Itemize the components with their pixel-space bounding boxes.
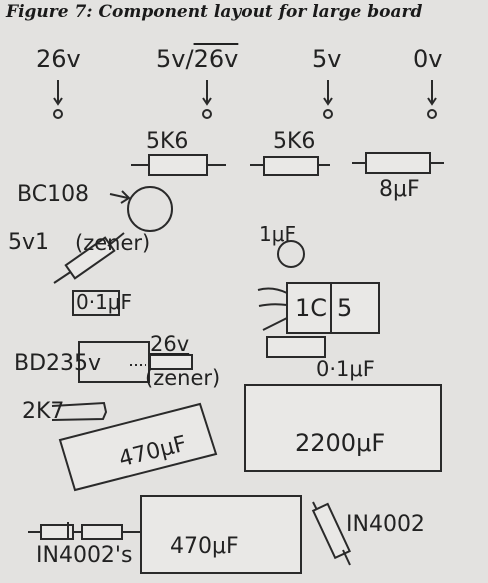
capacitor-8uf — [352, 152, 444, 174]
figure-caption: Figure 7: Component layout for large boa… — [6, 2, 423, 22]
label-capacitor-470uf-b: 470μF — [170, 534, 239, 559]
terminal-pin-0v — [427, 80, 437, 119]
capacitor-2200uf — [244, 384, 442, 472]
terminal-label-5v: 5v — [312, 45, 342, 73]
capacitor-0.1uf-b — [266, 336, 326, 358]
label-diode-in4002-single: IN4002 — [346, 512, 425, 537]
zener-diode-5v1 — [53, 232, 125, 284]
zener-diode-26v — [149, 354, 193, 370]
diode-in4002-single — [311, 501, 351, 566]
terminal-label-5v-26v-prefix: 5v/ — [156, 45, 194, 73]
label-resistor-5k6-a: 5K6 — [146, 129, 189, 154]
terminal-label-5v-26v-overline: 26v — [193, 45, 239, 73]
label-ic5-left: 1C — [295, 294, 328, 322]
resistor-5k6-b — [250, 156, 330, 176]
capacitor-0.1uf-a-outline — [72, 290, 120, 316]
transistor-bc108 — [109, 186, 173, 232]
label-resistor-5k6-b: 5K6 — [273, 129, 316, 154]
label-capacitor-0.1uf-b: 0·1μF — [316, 357, 375, 381]
label-capacitor-0.1uf-a: 0·1μF — [76, 290, 133, 314]
label-zener-5v1: 5v1 — [8, 230, 50, 255]
label-capacitor-1uf: 1μF — [259, 222, 296, 246]
label-zener-26v-note: (zener) — [145, 366, 221, 390]
label-transistor-bd235: BD235v — [14, 351, 102, 376]
capacitor-470uf-a — [58, 402, 218, 492]
label-ic5-right: 5 — [337, 294, 353, 322]
capacitor-1uf — [277, 240, 305, 268]
capacitor-470uf-b — [140, 495, 302, 574]
terminal-pin-26v — [53, 80, 63, 119]
label-zener-26v: 26v — [150, 332, 190, 356]
terminal-pin-5v-26v — [202, 80, 212, 119]
terminal-label-26v: 26v — [36, 45, 81, 73]
terminal-label-0v: 0v — [413, 45, 443, 73]
label-capacitor-2200uf: 2200μF — [295, 429, 386, 457]
label-resistor-2k7: 2K7 — [22, 399, 65, 424]
resistor-2k7 — [51, 401, 108, 421]
label-capacitor-8uf: 8μF — [379, 177, 420, 202]
ic5-package — [257, 282, 380, 334]
label-diode-in4002-pair: IN4002's — [36, 543, 133, 568]
label-transistor-bc108: BC108 — [17, 182, 90, 207]
terminal-label-5v-26v: 5v/26v — [156, 47, 238, 71]
label-zener-5v1-note: (zener) — [75, 231, 151, 255]
terminal-pin-5v — [323, 80, 333, 119]
resistor-5k6-a — [131, 154, 226, 176]
diode-in4002-pair — [28, 522, 141, 540]
